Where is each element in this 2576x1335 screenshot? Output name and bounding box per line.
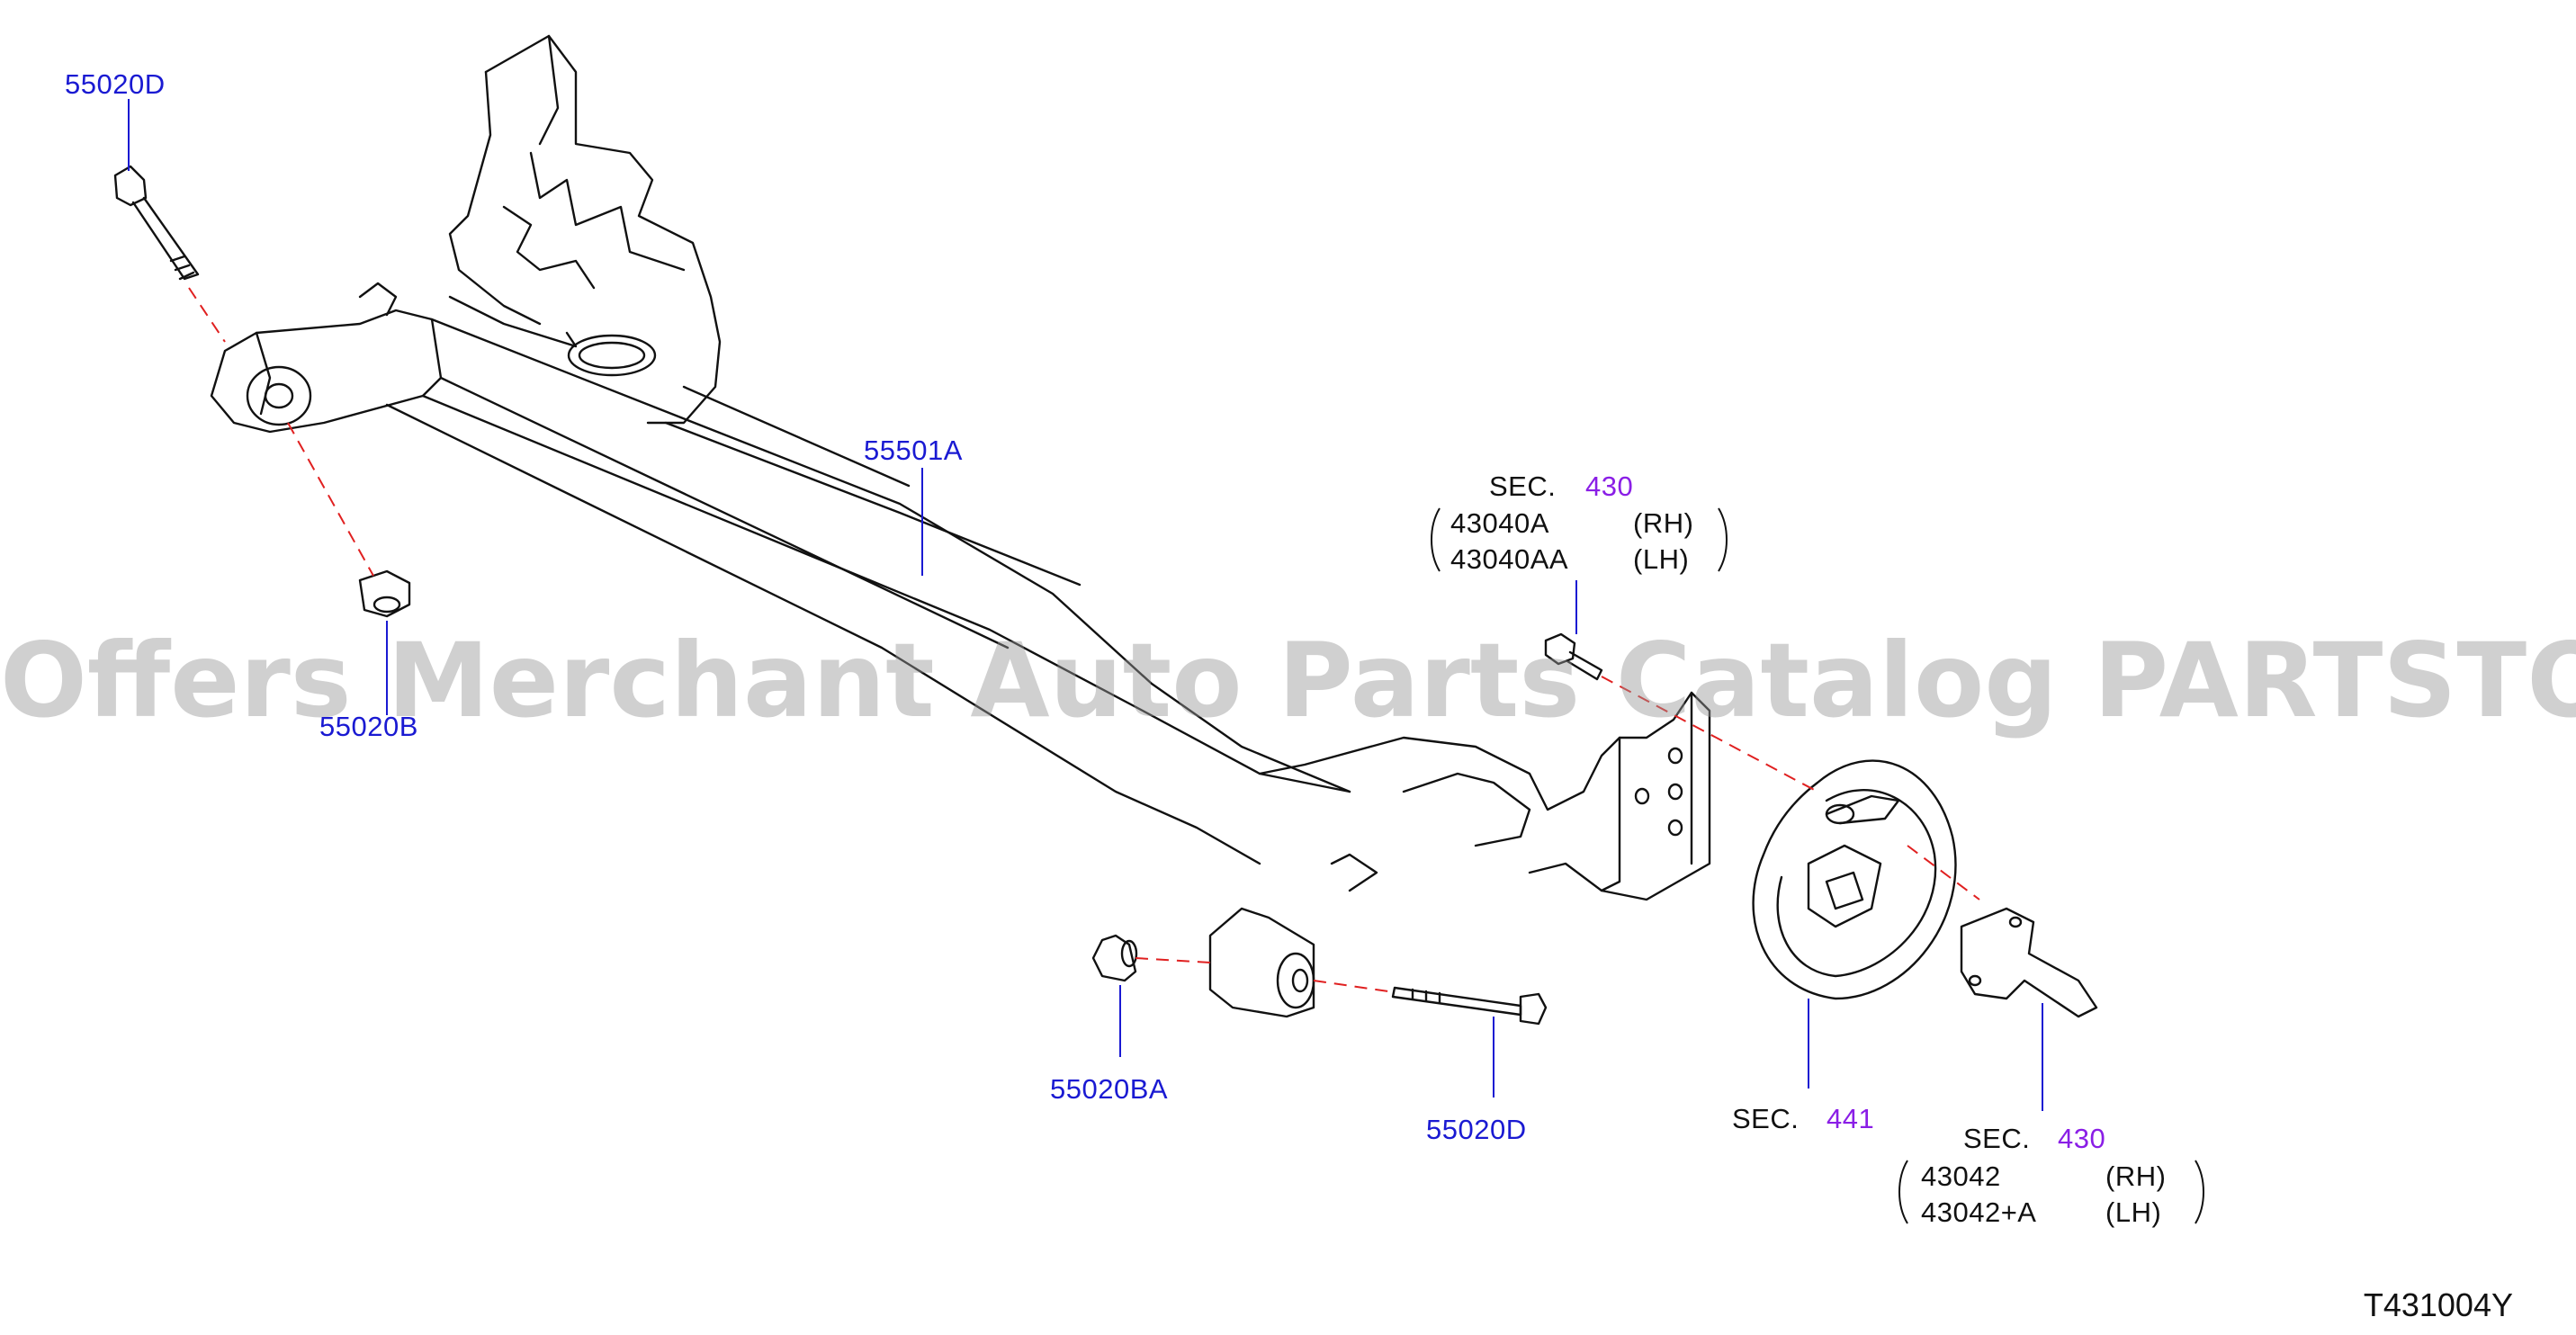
nut-55020B bbox=[358, 569, 411, 618]
bolt-55020D-top bbox=[113, 165, 200, 281]
left-trailing-arm bbox=[210, 34, 722, 434]
bushing-cap-55020BA bbox=[1091, 934, 1138, 982]
callout-55020D-bottom[interactable]: 55020D bbox=[1426, 1114, 1527, 1145]
right-bracket bbox=[1208, 691, 1711, 1018]
sec-label-plate: SEC. bbox=[1732, 1103, 1800, 1134]
bracket-left-43042 bbox=[1898, 1160, 1908, 1224]
dash-bushing-to-bolt bbox=[1313, 980, 1396, 993]
sec-number-spindle[interactable]: 430 bbox=[2058, 1123, 2106, 1154]
side-lh-43040AA: (LH) bbox=[1633, 543, 1690, 575]
leader-lines bbox=[128, 99, 2043, 1111]
part-43040AA: 43040AA bbox=[1450, 543, 1569, 575]
dash-plate-to-spindle bbox=[1907, 845, 1980, 900]
side-rh-43040A: (RH) bbox=[1633, 507, 1694, 539]
callout-55501A[interactable]: 55501A bbox=[864, 435, 963, 466]
dash-cap-to-bushing bbox=[1135, 957, 1211, 963]
side-rh-43042: (RH) bbox=[2105, 1160, 2167, 1192]
backing-plate bbox=[1752, 759, 1957, 1000]
sec-label-spindle: SEC. bbox=[1963, 1123, 2031, 1154]
bracket-right-43042 bbox=[2195, 1160, 2204, 1224]
sec-number-hub[interactable]: 430 bbox=[1585, 470, 1634, 502]
hub-bolt-43040A bbox=[1544, 632, 1603, 681]
alignment-lines bbox=[188, 287, 1980, 993]
bracket-left-43040 bbox=[1431, 507, 1441, 572]
dash-bolt-to-arm bbox=[188, 287, 226, 343]
torsion-beam bbox=[385, 318, 1351, 865]
part-43042A: 43042+A bbox=[1921, 1196, 2037, 1228]
callout-55020BA[interactable]: 55020BA bbox=[1050, 1073, 1169, 1105]
sec-number-plate[interactable]: 441 bbox=[1827, 1103, 1875, 1134]
dash-arm-to-nut bbox=[287, 422, 374, 577]
side-lh-43042A: (LH) bbox=[2105, 1196, 2162, 1228]
sec-label-hub: SEC. bbox=[1489, 470, 1557, 502]
spindle-43042 bbox=[1960, 907, 2098, 1018]
bracket-right-43040 bbox=[1718, 507, 1728, 572]
part-43042: 43042 bbox=[1921, 1160, 2001, 1192]
bolt-55020D-bottom bbox=[1391, 986, 1548, 1026]
diagram-id: T431004Y bbox=[2363, 1286, 2513, 1323]
part-43040A: 43040A bbox=[1450, 507, 1549, 539]
callout-55020D-top[interactable]: 55020D bbox=[65, 68, 166, 100]
group-brackets bbox=[1431, 507, 2204, 1224]
watermark-text: Offers Merchant Auto Parts Catalog PARTS… bbox=[0, 621, 2576, 740]
callout-55020B[interactable]: 55020B bbox=[319, 711, 418, 742]
